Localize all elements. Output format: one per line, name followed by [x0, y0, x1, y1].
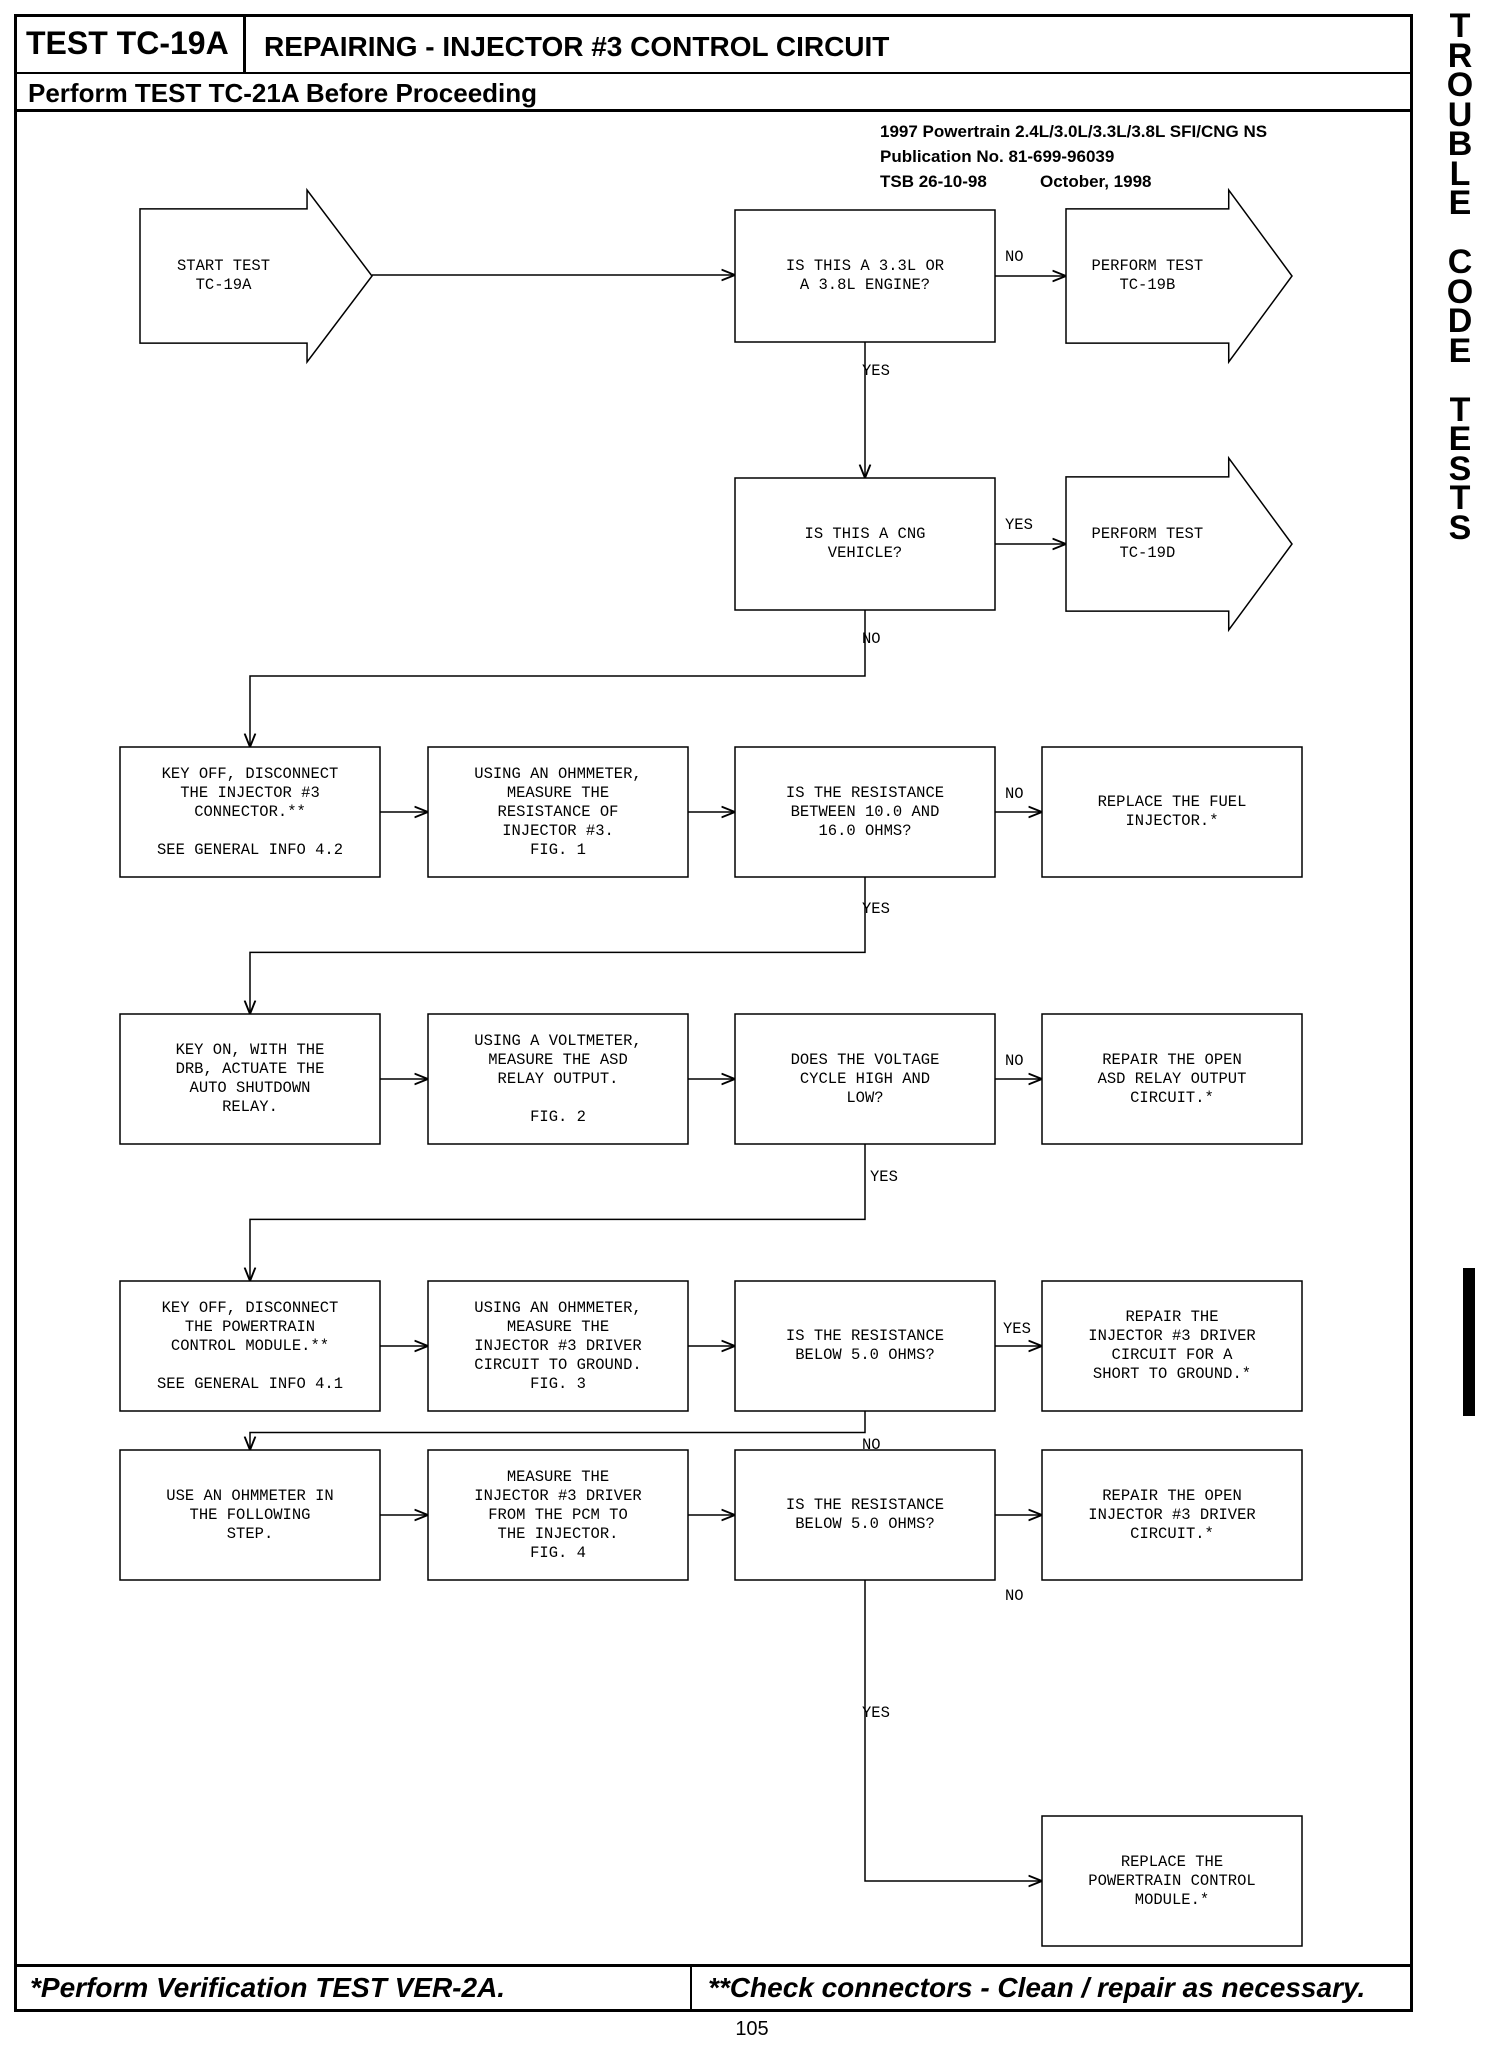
node-start: START TEST TC-19A — [177, 257, 271, 294]
node-use-ohmmeter: USE AN OHMMETER IN THE FOLLOWING STEP. — [166, 1486, 334, 1543]
edge-row3-down — [250, 1411, 866, 1450]
branch-label-no: NO — [862, 630, 881, 648]
node-perform-19b: PERFORM TEST TC-19B — [1091, 257, 1204, 294]
prerequisite-note: Perform TEST TC-21A Before Proceeding — [28, 78, 538, 108]
publication-tsb: TSB 26-10-98 — [880, 172, 987, 191]
node-disconnect-injector: KEY OFF, DISCONNECT THE INJECTOR #3 CONN… — [156, 764, 344, 859]
node-q-engine: IS THIS A 3.3L OR A 3.8L ENGINE? — [785, 257, 945, 294]
branch-label-yes: YES — [1005, 516, 1033, 534]
node-actuate-asd: KEY ON, WITH THE DRB, ACTUATE THE AUTO S… — [175, 1041, 325, 1116]
edge-cng-no — [250, 610, 866, 747]
edge-row2-down — [250, 1144, 866, 1281]
node-measure-driver-pcm: MEASURE THE INJECTOR #3 DRIVER FROM THE … — [474, 1467, 642, 1562]
node-shape-perform-19d — [1065, 455, 1293, 633]
page-frame — [14, 14, 1413, 2012]
node-measure-driver-ground: USING AN OHMMETER, MEASURE THE INJECTOR … — [474, 1298, 642, 1393]
side-tab-letter: T — [1449, 479, 1471, 517]
branch-label-no: NO — [862, 1436, 881, 1454]
publication-number: Publication No. 81-699-96039 — [880, 147, 1115, 166]
node-q-voltage-cycle: DOES THE VOLTAGE CYCLE HIGH AND LOW? — [790, 1050, 940, 1107]
footer-bar — [14, 1964, 1413, 2012]
node-perform-19d: PERFORM TEST TC-19D — [1091, 525, 1204, 562]
node-shape-start — [139, 187, 373, 365]
edge-row4-yes — [864, 1580, 1042, 1881]
side-tab-letter: D — [1447, 302, 1473, 340]
node-q-below-5-a: IS THE RESISTANCE BELOW 5.0 OHMS? — [785, 1327, 945, 1364]
footer-note-connectors: **Check connectors - Clean / repair as n… — [708, 1972, 1366, 2003]
branch-label-no: NO — [1005, 1587, 1024, 1605]
page-title: REPAIRING - INJECTOR #3 CONTROL CIRCUIT — [264, 31, 890, 62]
node-replace-pcm: REPLACE THE POWERTRAIN CONTROL MODULE.* — [1088, 1852, 1256, 1909]
publication-date: October, 1998 — [1040, 172, 1152, 191]
branch-label-yes: YES — [1003, 1320, 1031, 1338]
branch-label-yes: YES — [862, 362, 890, 380]
revision-bar — [1463, 1268, 1475, 1416]
node-repair-open-driver: REPAIR THE OPEN INJECTOR #3 DRIVER CIRCU… — [1088, 1486, 1256, 1543]
branch-label-yes: YES — [870, 1168, 898, 1186]
branch-label-yes: YES — [862, 900, 890, 918]
node-repair-asd: REPAIR THE OPEN ASD RELAY OUTPUT CIRCUIT… — [1097, 1050, 1247, 1107]
branch-label-no: NO — [1005, 785, 1024, 803]
side-tab-letter: S — [1448, 508, 1472, 547]
side-tab-letter: U — [1447, 95, 1473, 134]
footer-note-verification: *Perform Verification TEST VER-2A. — [30, 1972, 506, 2003]
node-shape-perform-19b — [1065, 187, 1293, 365]
node-measure-injector: USING AN OHMMETER, MEASURE THE RESISTANC… — [474, 764, 642, 859]
side-tab-letter: E — [1448, 184, 1472, 222]
edge-row1-down — [250, 877, 866, 1014]
side-tab-letter: T — [1449, 390, 1471, 429]
prerequisite-bar — [14, 74, 1413, 112]
side-tab-letter: C — [1447, 243, 1473, 281]
node-repair-short: REPAIR THE INJECTOR #3 DRIVER CIRCUIT FO… — [1088, 1308, 1256, 1383]
footer-divider — [690, 1964, 692, 2012]
node-q-resistance-range: IS THE RESISTANCE BETWEEN 10.0 AND 16.0 … — [785, 783, 945, 840]
header-bar — [14, 14, 1413, 74]
node-q-cng: IS THIS A CNG VEHICLE? — [804, 525, 926, 562]
branch-label-no: NO — [1005, 248, 1024, 266]
side-tab-letter: S — [1448, 449, 1472, 488]
side-tab-letter: O — [1446, 272, 1474, 311]
branch-label-yes: YES — [862, 1704, 890, 1722]
node-replace-injector: REPLACE THE FUEL INJECTOR.* — [1097, 793, 1247, 830]
node-disconnect-pcm: KEY OFF, DISCONNECT THE POWERTRAIN CONTR… — [156, 1298, 344, 1393]
side-tab-letter: E — [1448, 420, 1472, 458]
branch-label-no: NO — [1005, 1052, 1024, 1070]
side-tab-letter: E — [1448, 331, 1472, 370]
test-id: TEST TC-19A — [14, 14, 246, 74]
publication-title: 1997 Powertrain 2.4L/3.0L/3.3L/3.8L SFI/… — [880, 122, 1268, 141]
node-measure-asd: USING A VOLTMETER, MEASURE THE ASD RELAY… — [474, 1031, 642, 1126]
side-tab-letter: R — [1447, 36, 1473, 75]
page-number: 105 — [735, 2018, 769, 2040]
node-q-below-5-b: IS THE RESISTANCE BELOW 5.0 OHMS? — [785, 1496, 945, 1533]
side-tab-letter: L — [1449, 154, 1471, 193]
side-tab-letter: T — [1449, 7, 1471, 45]
side-tab-letter: O — [1446, 66, 1474, 104]
side-tab-letter: B — [1447, 125, 1473, 163]
